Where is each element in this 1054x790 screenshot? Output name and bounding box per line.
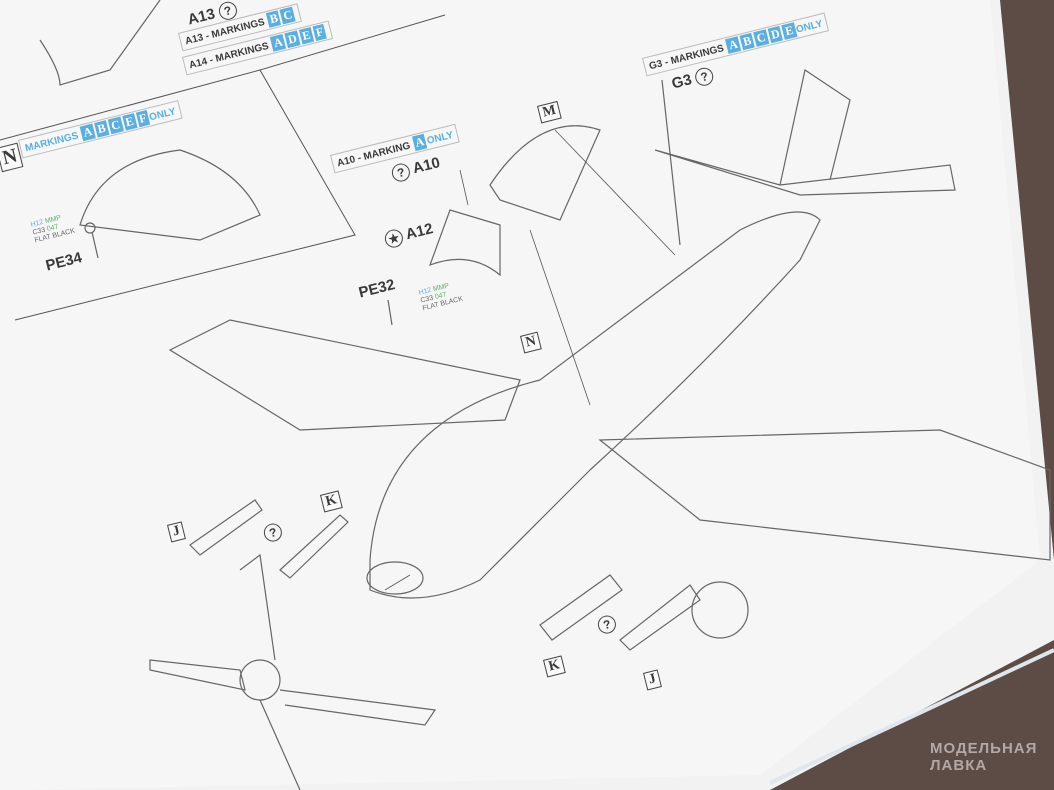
- leader-lines: [384, 129, 676, 591]
- canopy-m: [489, 125, 601, 221]
- fin: [779, 69, 851, 186]
- windscreen: [428, 209, 501, 277]
- tailplane: [654, 149, 956, 196]
- left-wing: [168, 319, 521, 431]
- panel-frames: [0, 14, 446, 321]
- cockpit-detail: [79, 149, 261, 241]
- right-wing: [598, 429, 1051, 561]
- fuselage: [369, 211, 821, 599]
- aircraft-lineart: [39, 0, 1051, 790]
- main-wheel: [691, 581, 749, 639]
- paper-edge: [769, 648, 1054, 785]
- nose-spinner-ring: [366, 561, 424, 595]
